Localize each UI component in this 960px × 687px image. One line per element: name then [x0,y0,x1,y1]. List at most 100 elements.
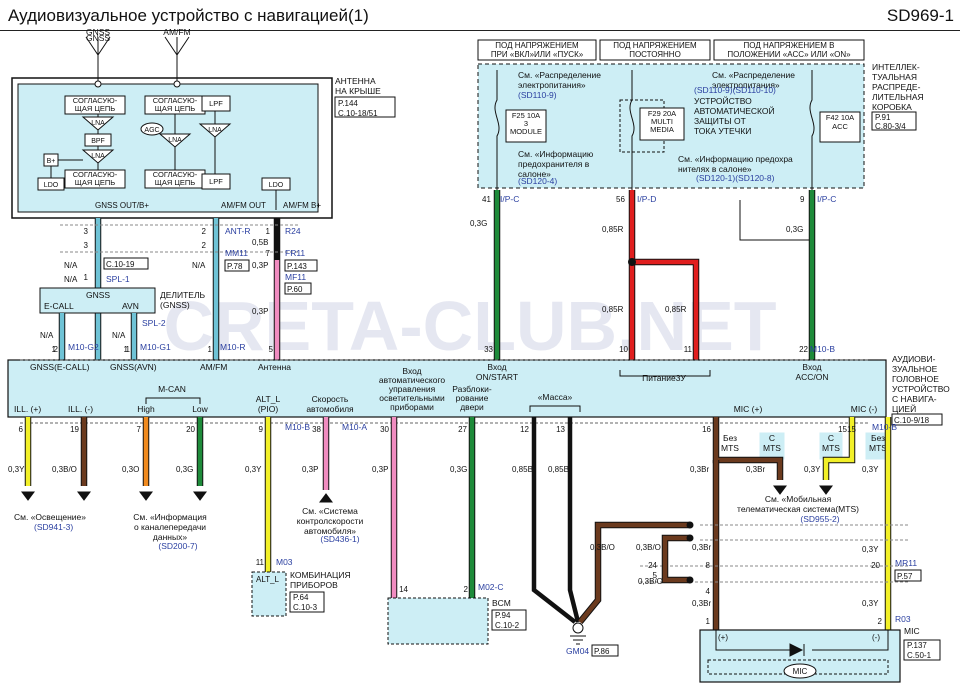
na-2: N/A [64,275,78,284]
bo03-1: 0,3B/O [52,465,77,474]
bcm-pin2: 2 [464,585,469,594]
g03-1: 0,3G [470,219,487,228]
gnss-match-1-text: СОГЛАСУЮ-ЩАЯ ЦЕПЬ [73,96,118,113]
hu-gnss-ecall: GNSS(E-CALL) [30,362,90,372]
y03-5: 0,3Y [862,545,879,554]
see-fuse-2-ref: (SD120-1)(SD120-8) [696,173,775,183]
p60-box [284,282,312,295]
g03-2: 0,3G [786,225,803,234]
splitter-ecall: E-CALL [44,301,74,311]
f42-box [819,111,861,143]
lna-4-text: LNA [208,127,222,134]
pin-bottom-9: 13 [556,425,565,434]
f29-box [639,107,685,141]
cluster-ref2: C.10-3 [293,603,318,612]
pin-2b: 2 [202,241,207,250]
pin-bottom-4: 9 [259,425,264,434]
ill-plus-arrow [21,491,35,501]
b085-1: 0,85B [512,465,533,474]
mic-ref-box [903,639,941,661]
bcm-box [387,597,489,645]
const-branch [632,259,699,360]
fuse-f42-line [809,70,815,190]
bcm-conn: M02-C [478,582,504,592]
na-4: N/A [40,331,54,340]
pin-7a: 7 [266,249,271,258]
m10r-label: M10-R [220,342,246,352]
roof-antenna-ref-box [334,96,396,118]
p03-b: 0,3P [252,307,268,316]
see-power-1-ref: (SD110-9) [518,90,557,100]
pin-bottom-0: 6 [19,425,24,434]
pin-9b: 9 [800,195,805,204]
na-1: N/A [64,261,78,270]
lna-3-text: LNA [168,137,182,144]
bcm-ref1: P.94 [495,611,511,620]
gnss-match-1 [64,95,126,115]
hu-ill-minus: ILL. (-) [68,404,93,414]
pin-top-ant: 5 [269,345,274,354]
gnss-match-2-text: СОГЛАСУЮ-ЩАЯ ЦЕПЬ [73,170,118,187]
lpf-2 [201,173,231,190]
hu-mic-plus: MIC (+) [734,404,763,414]
bcm-ref-box [491,609,527,631]
bo03-4: 0,3B/O [638,577,663,586]
lna-2-text: LNA [91,153,105,160]
acc-feed [739,200,812,241]
fr11-label: FR11 [285,248,305,258]
cluster-conn: M03 [276,557,293,567]
hu-mass-bracket [529,405,581,412]
pin-top-avn: 1 [126,345,131,354]
ground-ref: P.86 [594,647,610,656]
amfm-match-1-text: СОГЛАСУЮ-ЩАЯ ЦЕПЬ [153,96,198,113]
hu-alt: ALT_L(PIO) [256,394,281,414]
diagram-code: SD969-1 [886,6,954,25]
splitter-name: ДЕЛИТЕЛЬ(GNSS) [160,290,206,310]
fuse-box-ref [871,111,917,131]
c1019-box [103,257,149,270]
mts-link-2 [662,535,690,583]
roof-antenna-ref1: P.144 [338,99,358,108]
br03-2: 0,3Br [690,465,709,474]
ground-wire-13 [567,417,581,623]
pin-8: 8 [706,561,711,570]
speed-arrow [319,493,333,503]
pin-bottom-2: 7 [137,425,142,434]
mic-ref2: C.50-1 [907,651,932,660]
hu-mass: «Масса» [538,392,573,402]
br03-3: 0,3Br [692,543,711,552]
roof-antenna-ref2: C.10-18/51 [338,109,378,118]
hu-low: Low [192,404,208,414]
y03-3: 0,3Y [804,465,821,474]
pin-3b: 3 [84,241,89,250]
gnss-label: GNSS [86,33,110,43]
ground-wire-12 [531,417,577,624]
spl2-label: SPL-2 [142,318,166,328]
pin-bottom-6: 30 [380,425,389,434]
ipc-2: I/P-C [817,194,836,204]
ground-ref-box [591,644,619,657]
roof-antenna-outer [11,77,333,219]
hu-ill-plus: ILL. (+) [14,404,41,414]
mm11-label: MM11 [225,248,248,258]
p78-text: P.78 [227,262,243,271]
mic-minus-label: (-) [872,633,880,642]
fuse-f29-line [629,70,635,190]
mf11-label: MF11 [285,272,306,282]
mr11-label: MR11 [895,558,917,568]
see-power-2-ref: (SD110-9)(SD110-10) [694,85,776,95]
pin-15b: 15 [847,425,856,434]
amfm-out-label: AM/FM OUT [221,201,266,210]
see-speed-ref: (SD436-1) [320,534,359,544]
